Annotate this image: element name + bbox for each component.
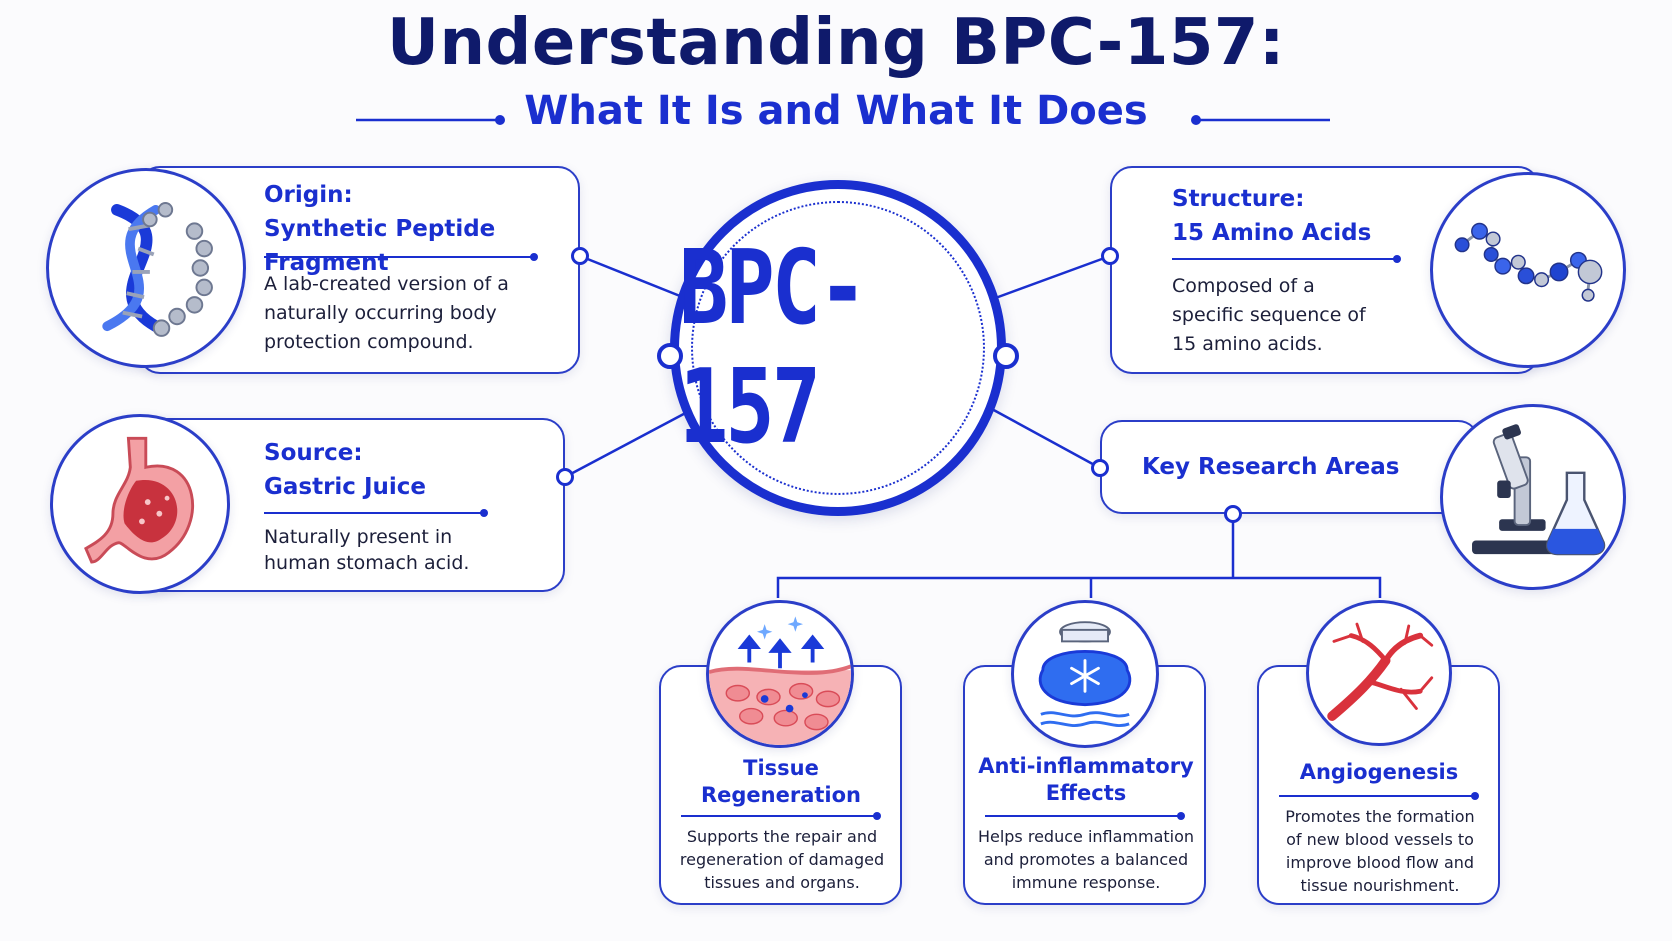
page-subtitle: What It Is and What It Does	[524, 88, 1148, 134]
ice-pack-icon	[1011, 600, 1159, 748]
microscope-flask-icon	[1440, 404, 1626, 590]
structure-connector-node	[1101, 247, 1119, 265]
origin-connector-node	[571, 247, 589, 265]
research-area-angiogenesis: Angiogenesis Promotes the formation of n…	[1257, 665, 1500, 905]
dna-helix-icon	[46, 168, 246, 368]
hub-right-node	[993, 343, 1019, 369]
hub-label: BPC-157	[679, 229, 867, 467]
research-branch-node	[1224, 505, 1242, 523]
amino-acid-chain-icon	[1430, 172, 1626, 368]
page-title: Understanding BPC-157:	[386, 6, 1286, 80]
angiogenesis-title: Angiogenesis	[1299, 760, 1459, 784]
angiogenesis-description: Promotes the formation of new blood vess…	[1285, 807, 1475, 895]
bpc157-hub: BPC-157	[670, 180, 1006, 516]
structure-title-line2: 15 Amino Acids	[1172, 220, 1372, 246]
blood-vessels-icon	[1306, 600, 1452, 746]
tissue-regeneration-title: Tissue Regeneration	[700, 756, 862, 807]
angiogenesis-divider	[1279, 792, 1479, 800]
anti-inflammatory-title: Anti-inflammatory Effects	[978, 754, 1194, 805]
origin-divider	[264, 253, 538, 261]
structure-description: Composed of a specific sequence of 15 am…	[1172, 275, 1366, 355]
structure-divider	[1172, 255, 1401, 263]
tissue-regeneration-divider	[681, 812, 881, 820]
research-connector-node	[1091, 459, 1109, 477]
source-connector-node	[556, 468, 574, 486]
hub-dotted-ring	[691, 201, 985, 495]
key-research-card: Key Research Areas	[1100, 420, 1480, 514]
anti-inflammatory-description: Helps reduce inflammation and promotes a…	[977, 827, 1195, 892]
source-title-line2: Gastric Juice	[264, 474, 426, 500]
origin-title-line1: Origin:	[264, 182, 353, 208]
tissue-regeneration-description: Supports the repair and regeneration of …	[679, 827, 885, 892]
tissue-cells-icon	[706, 600, 854, 748]
origin-title-line2: Synthetic Peptide Fragment	[264, 216, 496, 276]
origin-description: A lab-created version of a naturally occ…	[264, 273, 509, 353]
research-area-anti-inflammatory: Anti-inflammatory Effects Helps reduce i…	[963, 665, 1206, 905]
anti-inflammatory-divider	[985, 812, 1185, 820]
source-title-line1: Source:	[264, 440, 363, 466]
hub-left-node	[657, 343, 683, 369]
stomach-icon	[50, 414, 230, 594]
structure-title-line1: Structure:	[1172, 186, 1305, 212]
source-description: Naturally present in human stomach acid.	[264, 526, 470, 574]
key-research-title: Key Research Areas	[1142, 454, 1400, 480]
source-divider	[264, 509, 488, 517]
